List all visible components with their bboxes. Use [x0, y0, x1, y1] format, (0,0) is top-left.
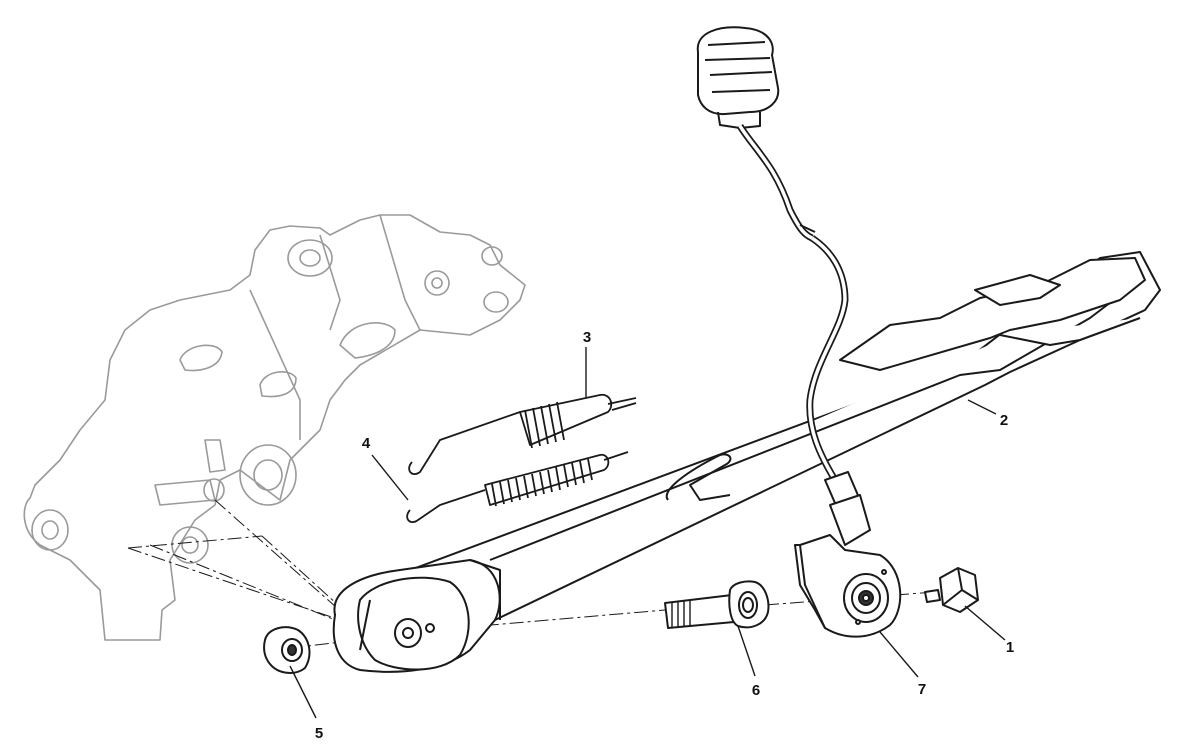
callout-6: 6 [752, 682, 760, 699]
frame-bracket [23, 214, 526, 641]
side-stand-leg [369, 251, 1161, 646]
side-stand-sensor [696, 26, 902, 638]
callout-3: 3 [583, 329, 591, 346]
callout-4: 4 [362, 435, 371, 452]
inner-spring [406, 451, 629, 523]
callout-1: 1 [1006, 639, 1014, 656]
stand-pivot-end [332, 559, 501, 673]
pivot-nut [263, 626, 311, 674]
outer-spring [408, 393, 637, 475]
sensor-bolt [924, 567, 979, 613]
callout-2: 2 [1000, 412, 1008, 429]
leader-lines [289, 347, 1006, 719]
callout-5: 5 [315, 725, 323, 742]
pivot-pin [664, 580, 770, 629]
callout-7: 7 [918, 681, 926, 698]
